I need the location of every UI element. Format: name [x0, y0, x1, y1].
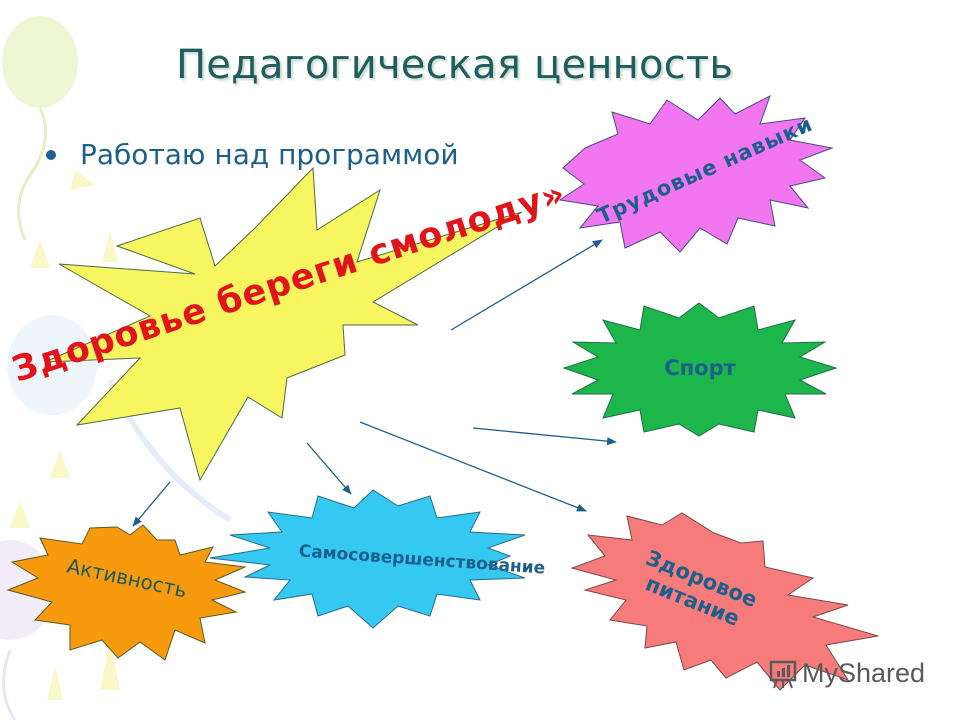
sport-starburst[interactable] — [562, 302, 838, 437]
sport-label: Спорт — [664, 356, 736, 380]
aktiv-starburst[interactable] — [6, 524, 247, 661]
arrow-to-trud — [450, 239, 603, 331]
arrow-to-aktiv — [132, 481, 171, 527]
pitanie-starburst[interactable] — [570, 512, 879, 691]
bullet-icon — [46, 149, 56, 160]
myshared-watermark[interactable]: MyShared — [768, 658, 925, 689]
arrow-to-sport — [472, 427, 617, 446]
bullet-text: Работаю над программой — [80, 138, 459, 171]
bullet-item: Работаю над программой — [46, 138, 459, 171]
central-starburst[interactable] — [44, 166, 523, 482]
arrow-to-pitanie — [359, 421, 587, 512]
arrow-to-samo — [306, 442, 352, 495]
presentation-board-icon — [769, 660, 797, 688]
watermark-text: MyShared — [802, 658, 926, 688]
samo-starburst[interactable] — [209, 489, 526, 629]
trud-starburst[interactable] — [558, 94, 834, 253]
slide-title: Педагогическая ценность — [176, 42, 734, 88]
